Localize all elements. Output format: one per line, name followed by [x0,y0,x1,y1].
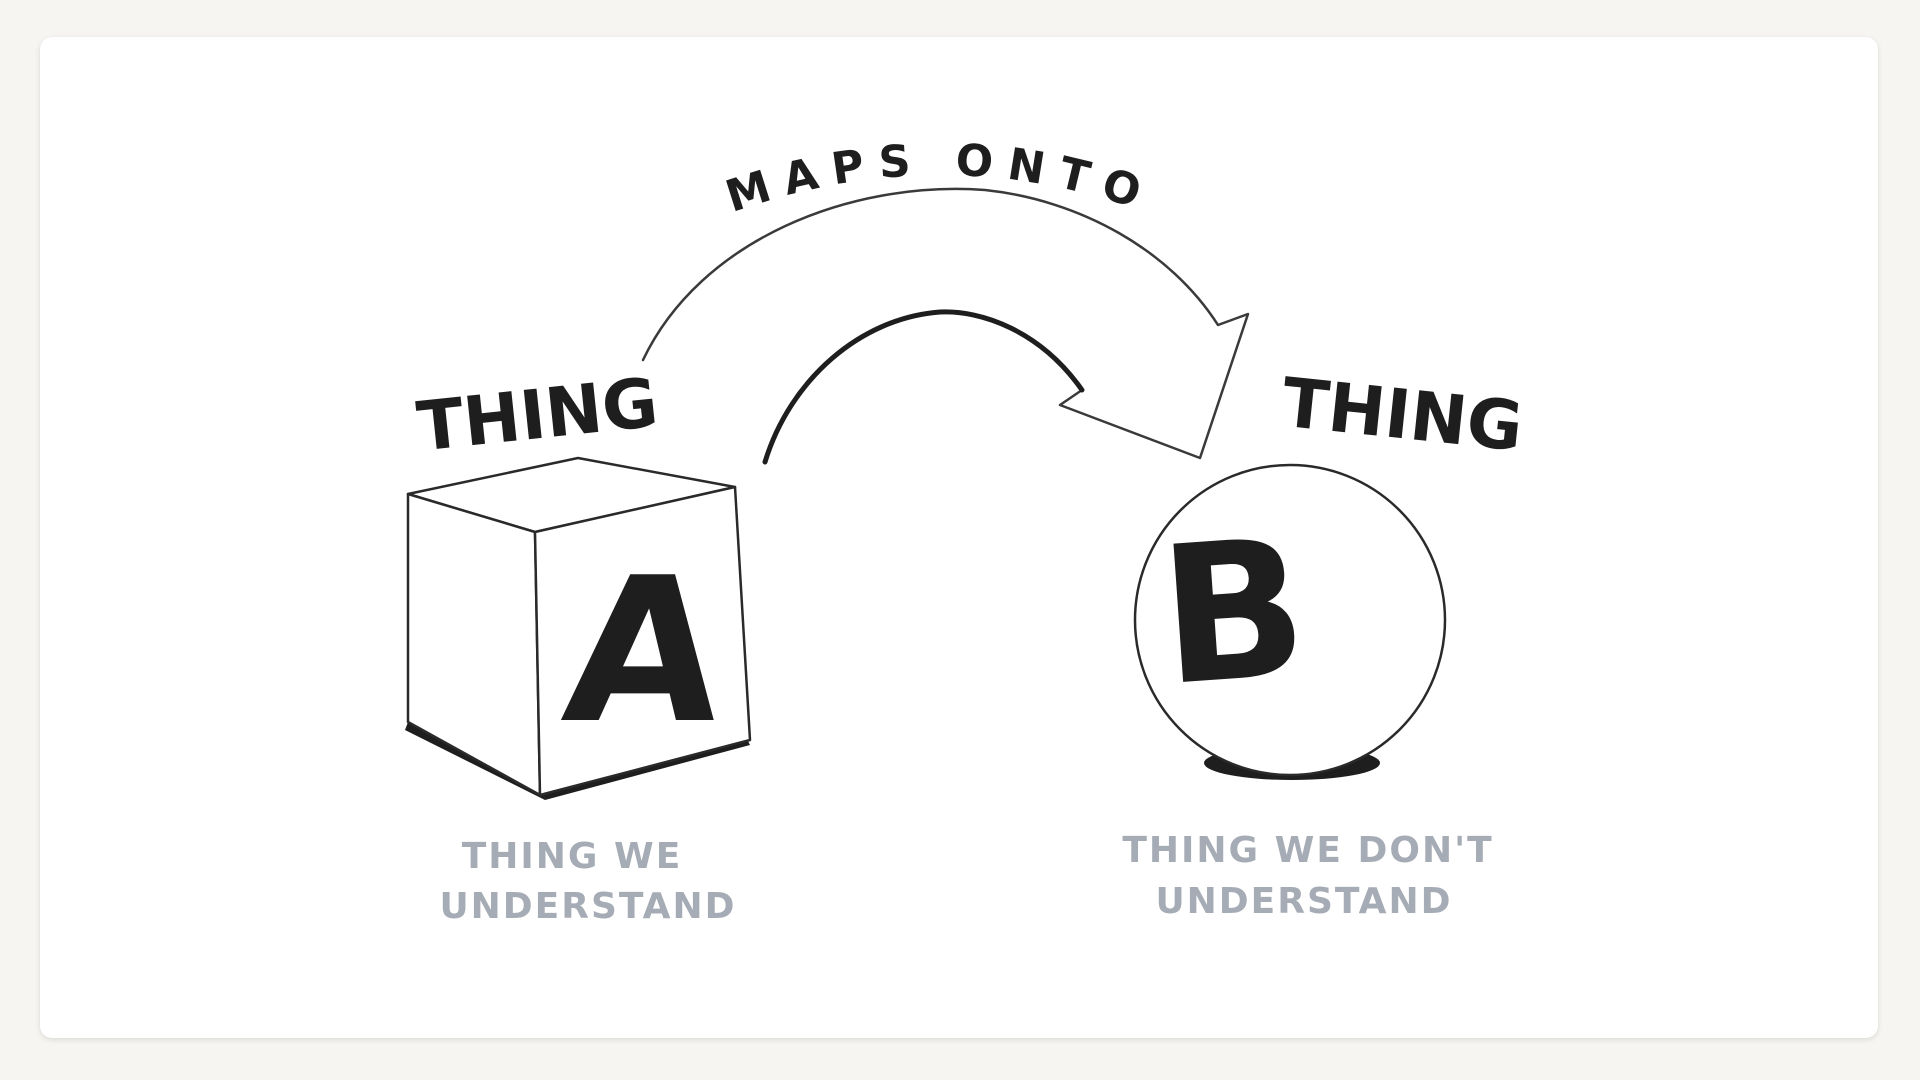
thing-a-letter: A [555,536,734,768]
thing-b-letter: B [1153,497,1313,728]
maps-onto-arrow [641,187,1250,465]
thing-b-caption-line1: THING WE DON'T [1122,830,1493,871]
arrow-inner-edge [762,309,1085,465]
thing-a-caption-line2: UNDERSTAND [439,886,736,927]
thing-a-caption-line1: THING WE [462,836,683,877]
arrow-body [641,187,1250,464]
thing-a-heading: THING [414,364,662,468]
sphere-icon [1133,463,1447,777]
cube-icon [406,456,752,797]
thing-b-heading: THING [1278,364,1526,468]
thing-a-group: THING A THING WE UNDERSTAND [405,364,752,927]
thing-b-caption-line2: UNDERSTAND [1155,881,1452,922]
